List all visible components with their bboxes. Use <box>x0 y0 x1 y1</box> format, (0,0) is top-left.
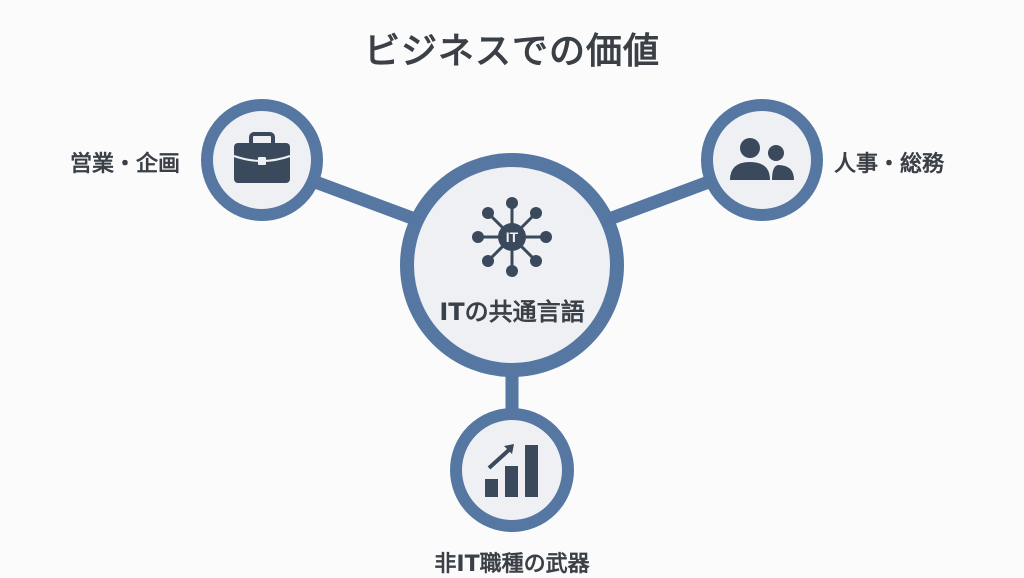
node-non-it-weapon <box>450 408 574 532</box>
center-label: ITの共通言語 <box>439 298 585 326</box>
growth-chart-icon <box>485 444 538 497</box>
label-hr-general-affairs: 人事・総務 <box>834 152 945 177</box>
connector-right <box>609 173 717 225</box>
node-hr-general-affairs <box>701 99 823 221</box>
people-icon <box>730 138 794 180</box>
node-sales-planning <box>201 99 323 221</box>
label-sales-planning: 営業・企画 <box>70 152 181 177</box>
briefcase-icon <box>233 132 291 183</box>
it-badge-text: IT <box>506 229 519 245</box>
connector-left <box>307 173 415 225</box>
network-hub-icon <box>472 197 552 277</box>
label-non-it-weapon: 非IT職種の武器 <box>434 552 590 577</box>
page-title: ビジネスでの価値 <box>363 31 660 72</box>
center-node: IT <box>400 153 624 377</box>
